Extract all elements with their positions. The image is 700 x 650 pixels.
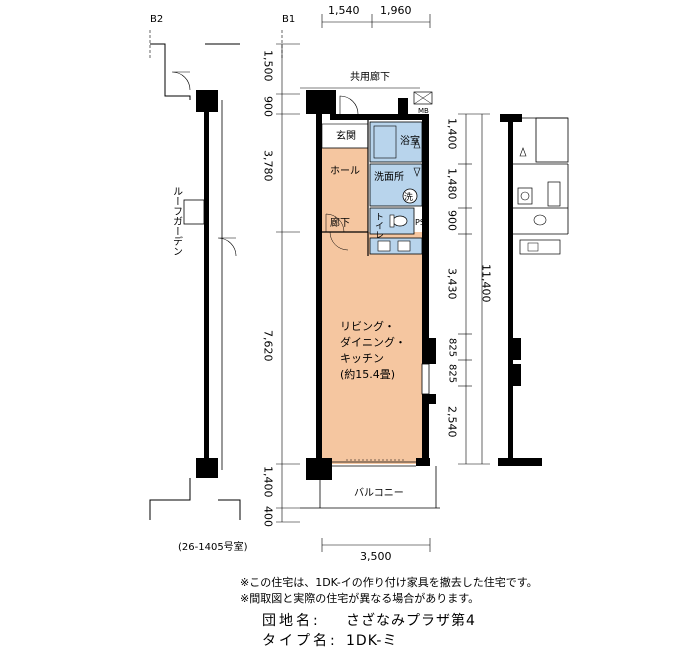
bath-label: 浴室 bbox=[400, 134, 420, 147]
bottom-dimension: 3,500 bbox=[321, 538, 431, 563]
dim-left-2: 900 bbox=[262, 96, 275, 117]
dim-left-1: 1,500 bbox=[262, 50, 275, 82]
washroom-label: 洗面所 bbox=[374, 171, 404, 183]
hall-label: ホール bbox=[330, 165, 360, 177]
dim-left-6: 400 bbox=[262, 506, 275, 527]
right-dimensions: 1,400 1,480 900 3,430 825 825 2,540 11,4… bbox=[446, 113, 493, 465]
type-name-row: タイプ名: 1DK-ミ bbox=[262, 630, 397, 650]
note-line-2: ※間取図と実際の住宅が異なる場合があります。 bbox=[240, 592, 480, 605]
dim-top-1: 1,540 bbox=[328, 4, 360, 17]
toilet-label: トイレ bbox=[373, 212, 384, 239]
dim-right-6: 825 bbox=[447, 364, 458, 383]
complex-name-label: 団地名: bbox=[262, 613, 321, 629]
ldk-area bbox=[322, 232, 422, 464]
note-line-1: ※この住宅は、1DK-イの作り付け家具を撤去した住宅です。 bbox=[240, 576, 538, 589]
ldk-label-line3: キッチン bbox=[340, 352, 384, 365]
main-unit: 共用廊下 洗 MB bbox=[300, 70, 440, 509]
dim-right-4: 3,430 bbox=[446, 268, 459, 300]
dim-right-2: 1,480 bbox=[446, 168, 459, 200]
dim-left-5: 1,400 bbox=[262, 466, 275, 498]
ps-label: PS bbox=[415, 218, 425, 227]
ldk-label-line2: ダイニング・ bbox=[340, 335, 406, 349]
meter-box-label: MB bbox=[418, 107, 429, 115]
unit-number-label: (26-1405号室) bbox=[178, 540, 248, 553]
ldk-label-line1: リビング・ bbox=[340, 319, 395, 333]
wash-mark: 洗 bbox=[404, 191, 413, 203]
top-dimensions: B1 1,540 1,960 bbox=[281, 4, 431, 58]
dim-right-3: 900 bbox=[446, 210, 459, 231]
type-name-value: 1DK-ミ bbox=[346, 633, 398, 649]
dim-right-5: 825 bbox=[447, 338, 458, 357]
shared-corridor-label: 共用廊下 bbox=[350, 70, 390, 83]
dim-bottom: 3,500 bbox=[360, 550, 392, 563]
balcony-label: バルコニー bbox=[354, 487, 404, 499]
roof-garden-label: ルーフガーデン bbox=[171, 186, 183, 256]
type-name-label: タイプ名: bbox=[262, 633, 338, 649]
right-section-view bbox=[498, 114, 569, 466]
left-neighbor-unit: B2 ルーフガーデン (26-1405号室) bbox=[149, 14, 248, 553]
dim-left-4: 7,620 bbox=[262, 330, 275, 362]
axis-label-b2: B2 bbox=[150, 14, 163, 25]
hall-area bbox=[322, 148, 368, 232]
dim-top-2: 1,960 bbox=[380, 4, 412, 17]
complex-name-value: さざなみプラザ第4 bbox=[346, 613, 476, 629]
left-dimensions: 1,500 900 3,780 7,620 1,400 400 bbox=[262, 43, 300, 527]
ldk-area-label: (約15.4畳) bbox=[340, 367, 395, 381]
complex-name-row: 団地名: さざなみプラザ第4 bbox=[262, 610, 476, 630]
dim-right-total: 11,400 bbox=[480, 264, 493, 303]
dim-right-1: 1,400 bbox=[446, 118, 459, 150]
axis-label-b1: B1 bbox=[282, 14, 295, 25]
hallway-label: 廊下 bbox=[330, 216, 350, 229]
dim-left-3: 3,780 bbox=[262, 150, 275, 182]
dim-right-7: 2,540 bbox=[446, 406, 459, 438]
entrance-label: 玄関 bbox=[336, 129, 356, 142]
